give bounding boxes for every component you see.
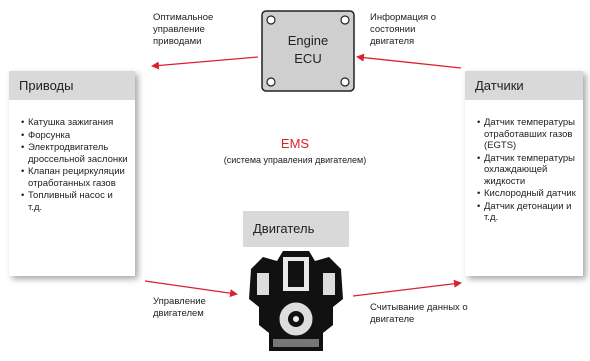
sensors-list: Датчик температуры отработавших газов (E… (465, 100, 583, 224)
list-item: Клапан рециркуляции отработанных газов (21, 166, 129, 189)
engine-title: Двигатель (243, 211, 349, 247)
ecu-line-1: Engine (287, 33, 329, 48)
ems-title: EMS (280, 136, 310, 151)
list-item: Кислородный датчик (477, 188, 577, 200)
list-item: Датчик температуры отработавших газов (E… (477, 117, 577, 152)
list-item: Топливный насос и т.д. (21, 190, 129, 213)
sensors-panel: Датчики Датчик температуры отработавших … (465, 71, 583, 276)
actuators-panel: Приводы Катушка зажигания Форсунка Элект… (9, 71, 135, 276)
label-optimal-control: Оптимальное управление приводами (153, 12, 214, 47)
label-engine-info: Информация о состоянии двигателя (370, 12, 437, 47)
list-item: Форсунка (21, 130, 129, 142)
ecu-label: Engine ECU (261, 32, 355, 68)
ecu-line-2: ECU (294, 51, 322, 66)
list-item: Электродвигатель дроссельной заслонки (21, 142, 129, 165)
label-engine-control: Управление двигателем (153, 296, 206, 319)
list-item: Катушка зажигания (21, 117, 129, 129)
list-item: Датчик детонации и т.д. (477, 201, 577, 224)
sensors-title: Датчики (465, 71, 583, 100)
engine-icon (243, 247, 349, 361)
actuators-list: Катушка зажигания Форсунка Электродвигат… (9, 100, 135, 213)
engine-ecu-block: Engine ECU (261, 10, 355, 92)
ecu-chip-icon (261, 10, 355, 92)
arrow-sensors-to-ecu (356, 53, 462, 69)
arrow-engine-to-sensors (352, 279, 462, 297)
list-item: Датчик температуры охлаждающей жидкости (477, 153, 577, 188)
label-reading-data: Считывание данных о двигателе (370, 302, 468, 325)
ems-subtitle: (система управления двигателем) (223, 155, 367, 165)
engine-block: Двигатель (243, 211, 349, 361)
actuators-title: Приводы (9, 71, 135, 100)
arrow-ecu-to-actuators (151, 56, 259, 70)
arrow-actuators-to-engine (144, 280, 238, 298)
